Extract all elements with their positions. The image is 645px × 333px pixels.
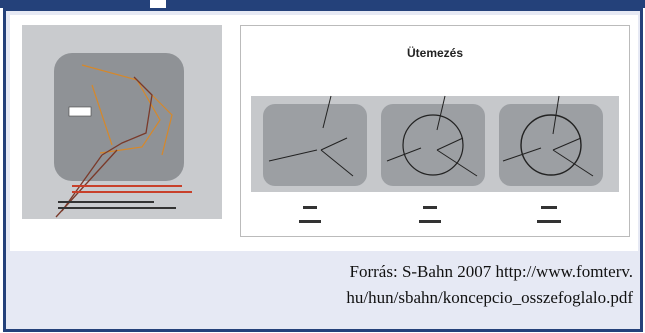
legend-red-text — [72, 185, 192, 193]
content-box: Ütemezés — [3, 8, 643, 332]
top-border — [0, 0, 645, 8]
staging-title: Ütemezés — [406, 46, 464, 60]
stage-labels — [299, 206, 561, 223]
source-line-2: hu/hun/sbahn/koncepcio_osszefoglalo.pdf — [346, 288, 633, 307]
top-border-notch — [150, 0, 166, 8]
stage-1-diagram — [263, 95, 367, 186]
source-citation: Forrás: S-Bahn 2007 http://www.fomterv. … — [203, 259, 633, 311]
core-area — [54, 53, 184, 181]
stage-2-diagram — [381, 95, 485, 186]
figure-area: Ütemezés — [10, 15, 638, 251]
map-label-box — [68, 106, 92, 117]
staging-figure: Ütemezés — [240, 25, 630, 237]
stage-3-diagram — [499, 95, 603, 186]
source-line-1: Forrás: S-Bahn 2007 http://www.fomterv. — [349, 262, 633, 281]
legend-dark-text — [58, 201, 176, 209]
network-map-drawing — [54, 53, 192, 218]
network-map-figure — [22, 25, 222, 219]
staging-drawing — [251, 95, 619, 223]
